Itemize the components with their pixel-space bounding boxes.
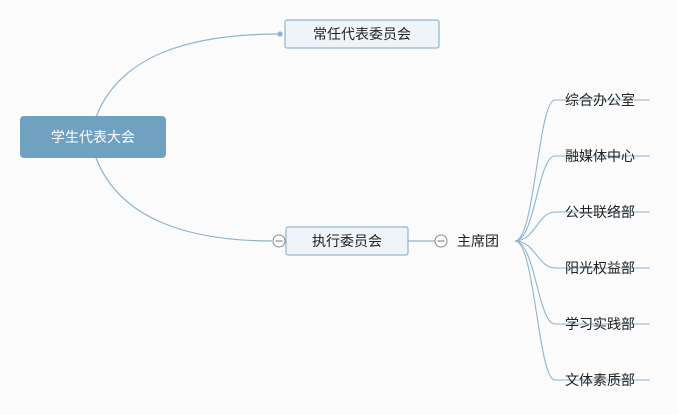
connector-root-to-executive-committee [95, 157, 273, 242]
dept-node-3[interactable]: 公共联络部 [565, 205, 635, 221]
root-node-label: 学生代表大会 [51, 130, 135, 146]
connector-presidium-to-dept-1 [514, 99, 556, 242]
connector-presidium-to-dept-5 [514, 240, 556, 325]
dept-node-1[interactable]: 综合办公室 [565, 92, 635, 109]
presidium-node-label[interactable]: 主席团 [457, 234, 499, 250]
presidium-department-connectors [514, 99, 556, 381]
connector-presidium-to-dept-3 [514, 211, 556, 242]
dept-node-5[interactable]: 学习实践部 [565, 317, 635, 333]
dept-node-2[interactable]: 融媒体中心 [565, 149, 635, 165]
standing-committee-node[interactable]: 常任代表委员会 [284, 19, 440, 49]
executive-committee-node[interactable]: 执行委员会 [285, 226, 409, 256]
connector-root-to-standing-committee [95, 33, 281, 118]
presidium-collapse-toggle[interactable] [434, 234, 448, 248]
root-node[interactable]: 学生代表大会 [20, 116, 166, 158]
executive-committee-collapse-toggle[interactable] [272, 234, 286, 248]
standing-committee-label: 常任代表委员会 [313, 27, 411, 43]
connector-presidium-to-dept-2 [514, 155, 556, 242]
dept-node-6[interactable]: 文体素质部 [565, 373, 635, 389]
connector-presidium-to-dept-6 [514, 240, 556, 381]
dept-node-4[interactable]: 阳光权益部 [565, 261, 635, 277]
department-underlines [555, 99, 650, 381]
executive-committee-label: 执行委员会 [312, 234, 382, 250]
connector-end-dot [277, 31, 283, 37]
connector-presidium-to-dept-4 [514, 240, 556, 269]
